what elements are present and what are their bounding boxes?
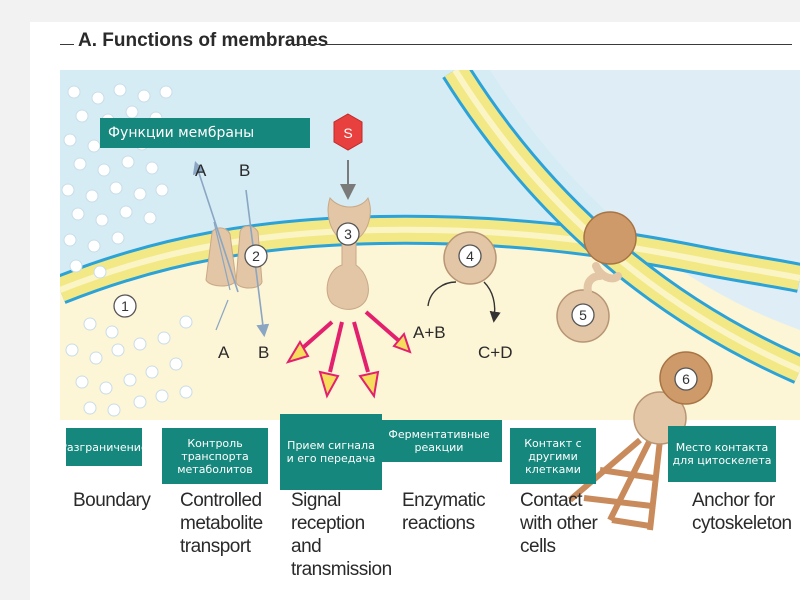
vesicle-particle <box>107 403 121 417</box>
label-contact: Contact with other cells <box>520 490 598 557</box>
vesicle-particle <box>73 157 87 171</box>
vesicle-particle <box>113 83 127 97</box>
substrates-label: A+B <box>413 323 446 342</box>
vesicle-particle <box>97 163 111 177</box>
vesicle-particle <box>99 381 113 395</box>
vesicle-particle <box>95 213 109 227</box>
boundary-particles <box>61 83 193 417</box>
signal-letter: S <box>343 125 352 141</box>
products-label: C+D <box>478 343 512 362</box>
vesicle-particle <box>145 365 159 379</box>
title-rule-left <box>60 44 74 45</box>
number-3: 3 <box>344 226 352 242</box>
vesicle-particle <box>123 373 137 387</box>
vesicle-particle <box>145 161 159 175</box>
vesicle-particle <box>133 395 147 409</box>
label-anchor: Anchor for cytoskeleton <box>692 490 792 534</box>
vesicle-particle <box>111 231 125 245</box>
vesicle-particle <box>75 109 89 123</box>
title-rule-right <box>294 44 792 45</box>
vesicle-particle <box>61 183 75 197</box>
vesicle-particle <box>111 343 125 357</box>
figure-title: A. Functions of membranes <box>78 30 329 51</box>
vesicle-particle <box>105 325 119 339</box>
number-2: 2 <box>252 248 260 264</box>
vesicle-particle <box>63 133 77 147</box>
vesicle-particle <box>143 211 157 225</box>
vesicle-particle <box>93 265 107 279</box>
vesicle-particle <box>133 337 147 351</box>
transport-letters: A B A B A+B C+D <box>195 161 512 362</box>
tag-enzymatic: Ферментативные реакции <box>376 420 502 462</box>
number-4: 4 <box>466 248 474 264</box>
vesicle-particle <box>157 331 171 345</box>
vesicle-particle <box>89 351 103 365</box>
vesicle-particle <box>125 105 139 119</box>
label-transport: Controlled metabolite transport <box>180 490 263 557</box>
number-5: 5 <box>579 307 587 323</box>
letter-b-bottom: B <box>258 343 269 362</box>
vesicle-particle <box>133 187 147 201</box>
tag-boundary: Разграничение <box>60 428 148 466</box>
letter-a-top: A <box>195 161 207 180</box>
number-labels: 1 2 3 4 5 6 <box>121 226 690 387</box>
number-1: 1 <box>121 298 129 314</box>
tag-signal: Прием сигнала и его передача <box>280 414 382 490</box>
vesicle-particle <box>169 357 183 371</box>
tag-anchor: Место контакта для цитоскелета <box>668 426 776 482</box>
vesicle-particle <box>119 205 133 219</box>
vesicle-particle <box>71 207 85 221</box>
number-6: 6 <box>682 371 690 387</box>
vesicle-particle <box>109 181 123 195</box>
letter-a-bottom: A <box>218 343 230 362</box>
vesicle-particle <box>159 85 173 99</box>
label-enzymatic: Enzymatic reactions <box>402 490 486 534</box>
label-boundary: Boundary <box>73 490 151 511</box>
vesicle-particle <box>69 259 83 273</box>
vesicle-particle <box>63 233 77 247</box>
vesicle-particle <box>155 389 169 403</box>
vesicle-particle <box>137 89 151 103</box>
tag-contact: Контакт с другими клетками <box>510 428 596 484</box>
tag-transport: Контроль транспорта метаболитов <box>162 428 268 484</box>
vesicle-particle <box>67 85 81 99</box>
vesicle-particle <box>91 91 105 105</box>
vesicle-particle <box>87 139 101 153</box>
vesicle-particle <box>75 375 89 389</box>
label-signal: Signal reception and transmission <box>291 490 392 580</box>
vesicle-particle <box>83 401 97 415</box>
vesicle-particle <box>179 385 193 399</box>
vesicle-particle <box>87 239 101 253</box>
vesicle-particle <box>179 315 193 329</box>
signal-molecule-icon <box>333 113 363 151</box>
vesicle-particle <box>83 317 97 331</box>
vesicle-particle <box>65 343 79 357</box>
signal-arrows <box>285 310 412 399</box>
vesicle-particle <box>121 155 135 169</box>
receptor-protein <box>326 113 371 310</box>
vesicle-particle <box>155 183 169 197</box>
letter-b-top: B <box>239 161 250 180</box>
vesicle-particle <box>85 189 99 203</box>
number-circles <box>113 222 698 391</box>
banner-tag: Функции мембраны <box>100 118 310 148</box>
